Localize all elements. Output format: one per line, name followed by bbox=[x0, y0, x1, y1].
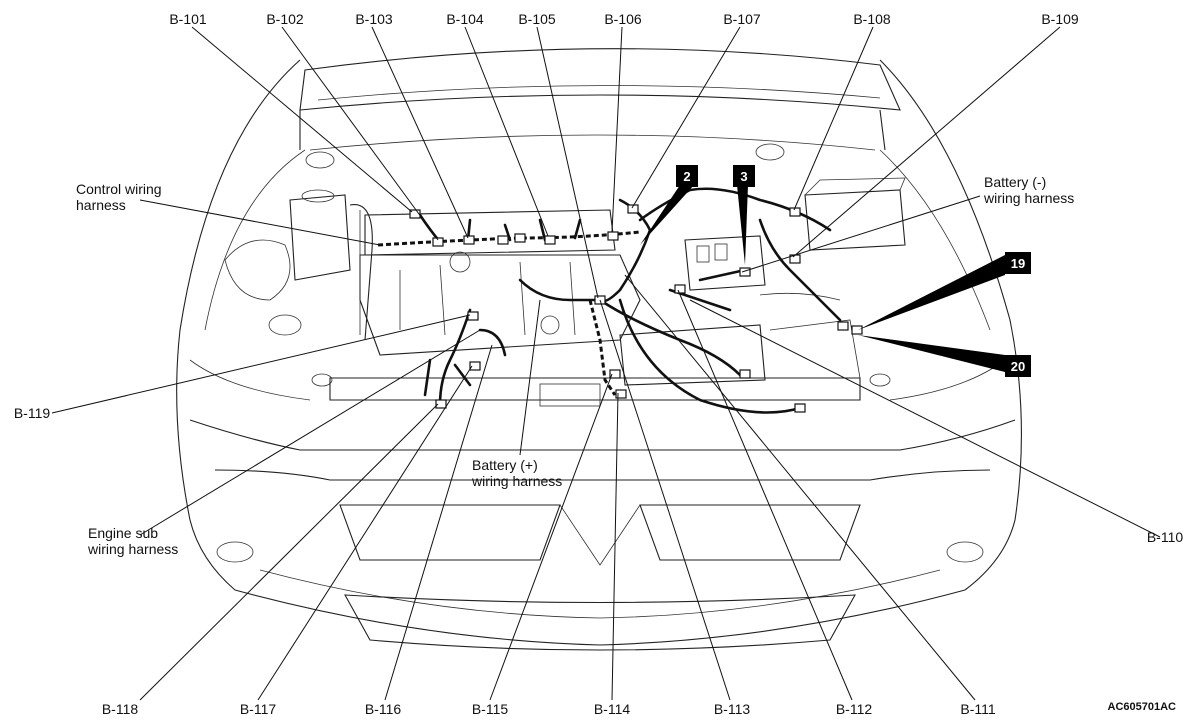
label-b102: B-102 bbox=[266, 11, 304, 27]
battery-pos-line2: wiring harness bbox=[471, 473, 562, 489]
label-b117: B-117 bbox=[240, 701, 277, 717]
badge-2-text: 2 bbox=[683, 169, 690, 184]
harness-label-control: Control wiring harness bbox=[76, 181, 162, 213]
connector-mark bbox=[615, 389, 627, 399]
harness-label-engine-sub: Engine sub wiring harness bbox=[87, 525, 178, 557]
label-b103: B-103 bbox=[355, 11, 393, 27]
label-b118: B-118 bbox=[102, 701, 139, 717]
label-b107: B-107 bbox=[723, 11, 761, 27]
label-b119: B-119 bbox=[14, 405, 51, 421]
figure-code: AC605701AC bbox=[1108, 701, 1177, 713]
connector-mark bbox=[837, 321, 849, 331]
label-b101: B-101 bbox=[169, 11, 207, 27]
harness-label-battery-neg: Battery (-) wiring harness bbox=[983, 174, 1074, 206]
control-harness-path bbox=[377, 230, 641, 247]
battery-neg-line1: Battery (-) bbox=[984, 174, 1046, 190]
battery-pos-harness-path bbox=[588, 299, 617, 396]
connector-mark bbox=[514, 233, 526, 243]
control-harness-line2: harness bbox=[76, 197, 126, 213]
label-b111: B-111 bbox=[960, 701, 995, 717]
label-b116: B-116 bbox=[365, 701, 402, 717]
badge-19: 19 bbox=[1005, 252, 1031, 274]
label-b114: B-114 bbox=[594, 701, 631, 717]
connector-mark bbox=[739, 267, 751, 277]
connector-mark bbox=[739, 369, 751, 379]
connector-mark bbox=[432, 237, 444, 247]
engine-sub-line1: Engine sub bbox=[88, 525, 158, 541]
connector-mark bbox=[544, 235, 556, 245]
label-b110: B-110 bbox=[1147, 529, 1184, 545]
badge-pointers bbox=[640, 185, 1005, 372]
badge-2: 2 bbox=[676, 165, 698, 187]
connector-mark bbox=[627, 204, 639, 214]
connector-mark bbox=[607, 231, 619, 241]
battery-pos-line1: Battery (+) bbox=[472, 457, 538, 473]
connector-mark bbox=[435, 399, 447, 409]
control-harness-line1: Control wiring bbox=[76, 181, 162, 197]
connector-mark bbox=[794, 403, 806, 413]
label-b113: B-113 bbox=[714, 701, 751, 717]
connector-mark bbox=[674, 284, 686, 294]
badge-3: 3 bbox=[733, 165, 755, 187]
engine-components bbox=[224, 177, 906, 407]
connector-mark bbox=[789, 207, 801, 217]
badge-3-text: 3 bbox=[740, 169, 747, 184]
label-b112: B-112 bbox=[836, 701, 873, 717]
connector-mark bbox=[463, 235, 475, 245]
top-connector-labels: B-101 B-102 B-103 B-104 B-105 B-106 B-10… bbox=[169, 11, 1079, 27]
engine-sub-line2: wiring harness bbox=[87, 541, 178, 557]
badge-19-text: 19 bbox=[1011, 256, 1025, 271]
label-b105: B-105 bbox=[518, 11, 556, 27]
battery-neg-line2: wiring harness bbox=[983, 190, 1074, 206]
connector-mark bbox=[467, 311, 479, 321]
connector-mark bbox=[409, 209, 421, 219]
connector-mark bbox=[851, 325, 863, 335]
label-b104: B-104 bbox=[446, 11, 484, 27]
label-b115: B-115 bbox=[472, 701, 509, 717]
connector-mark bbox=[497, 235, 509, 245]
vehicle-outline bbox=[176, 48, 1022, 651]
label-b106: B-106 bbox=[604, 11, 642, 27]
bottom-connector-labels: B-118 B-117 B-116 B-115 B-114 B-113 B-11… bbox=[102, 701, 996, 717]
harness-label-battery-pos: Battery (+) wiring harness bbox=[471, 457, 562, 489]
badge-20: 20 bbox=[1005, 355, 1031, 377]
badge-20-text: 20 bbox=[1011, 359, 1025, 374]
label-b108: B-108 bbox=[853, 11, 891, 27]
connector-mark bbox=[609, 369, 621, 379]
label-b109: B-109 bbox=[1041, 11, 1079, 27]
leader-lines bbox=[51, 26, 1161, 701]
connector-mark bbox=[469, 361, 481, 371]
wiring-harnesses bbox=[377, 187, 842, 414]
